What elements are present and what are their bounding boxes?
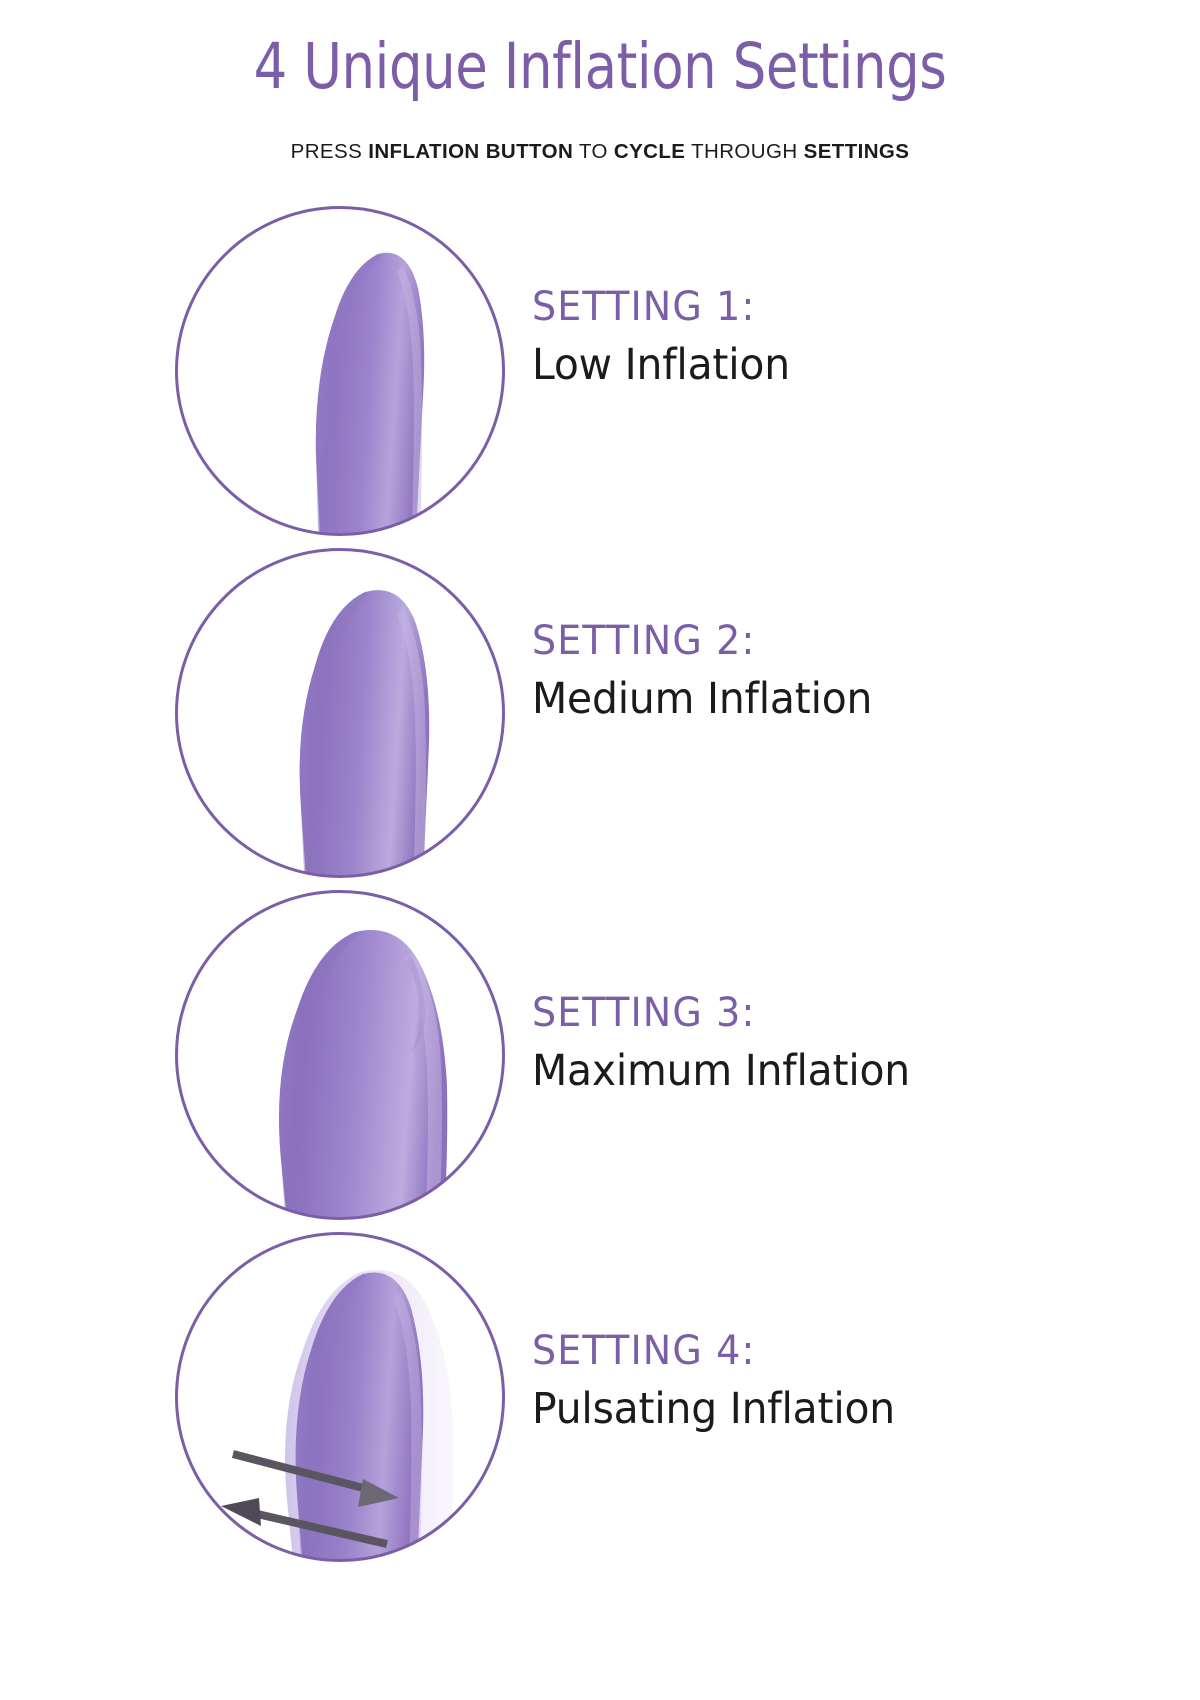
- setting-row-3: SETTING 3: Maximum Inflation: [0, 890, 1200, 1230]
- setting-label-1: SETTING 1:: [532, 284, 756, 330]
- setting-label-4: SETTING 4:: [532, 1328, 756, 1374]
- setting-description-1: Low Inflation: [532, 340, 790, 390]
- circle-outline-3: [175, 890, 505, 1220]
- circle-outline-4: [175, 1232, 505, 1562]
- circle-outline-2: [175, 548, 505, 878]
- setting-text-3: SETTING 3: Maximum Inflation: [532, 990, 1132, 1096]
- setting-description-4: Pulsating Inflation: [532, 1384, 895, 1434]
- setting-description-2: Medium Inflation: [532, 674, 873, 724]
- subtitle-part-settings: SETTINGS: [803, 140, 910, 163]
- setting-figure-4: [175, 1232, 505, 1562]
- setting-label-2: SETTING 2:: [532, 618, 756, 664]
- setting-row-2: SETTING 2: Medium Inflation: [0, 548, 1200, 888]
- setting-figure-3: [175, 890, 505, 1220]
- subtitle-part-press: PRESS: [290, 140, 369, 163]
- setting-text-1: SETTING 1: Low Inflation: [532, 284, 1132, 390]
- subtitle-part-cycle: CYCLE: [613, 140, 686, 163]
- setting-row-4: SETTING 4: Pulsating Inflation: [0, 1232, 1200, 1572]
- setting-figure-2: [175, 548, 505, 878]
- circle-outline-1: [175, 206, 505, 536]
- setting-text-4: SETTING 4: Pulsating Inflation: [532, 1328, 1132, 1434]
- setting-text-2: SETTING 2: Medium Inflation: [532, 618, 1132, 724]
- setting-row-1: SETTING 1: Low Inflation: [0, 206, 1200, 546]
- setting-figure-1: [175, 206, 505, 536]
- subtitle-part-through: THROUGH: [685, 140, 804, 163]
- setting-label-3: SETTING 3:: [532, 990, 756, 1036]
- page-subtitle: PRESS INFLATION BUTTON TO CYCLE THROUGH …: [0, 140, 1200, 164]
- page-title: 4 Unique Inflation Settings: [253, 30, 947, 103]
- subtitle-part-to: TO: [573, 140, 614, 163]
- setting-description-3: Maximum Inflation: [532, 1046, 910, 1096]
- subtitle-part-inflation-button: INFLATION BUTTON: [368, 140, 574, 163]
